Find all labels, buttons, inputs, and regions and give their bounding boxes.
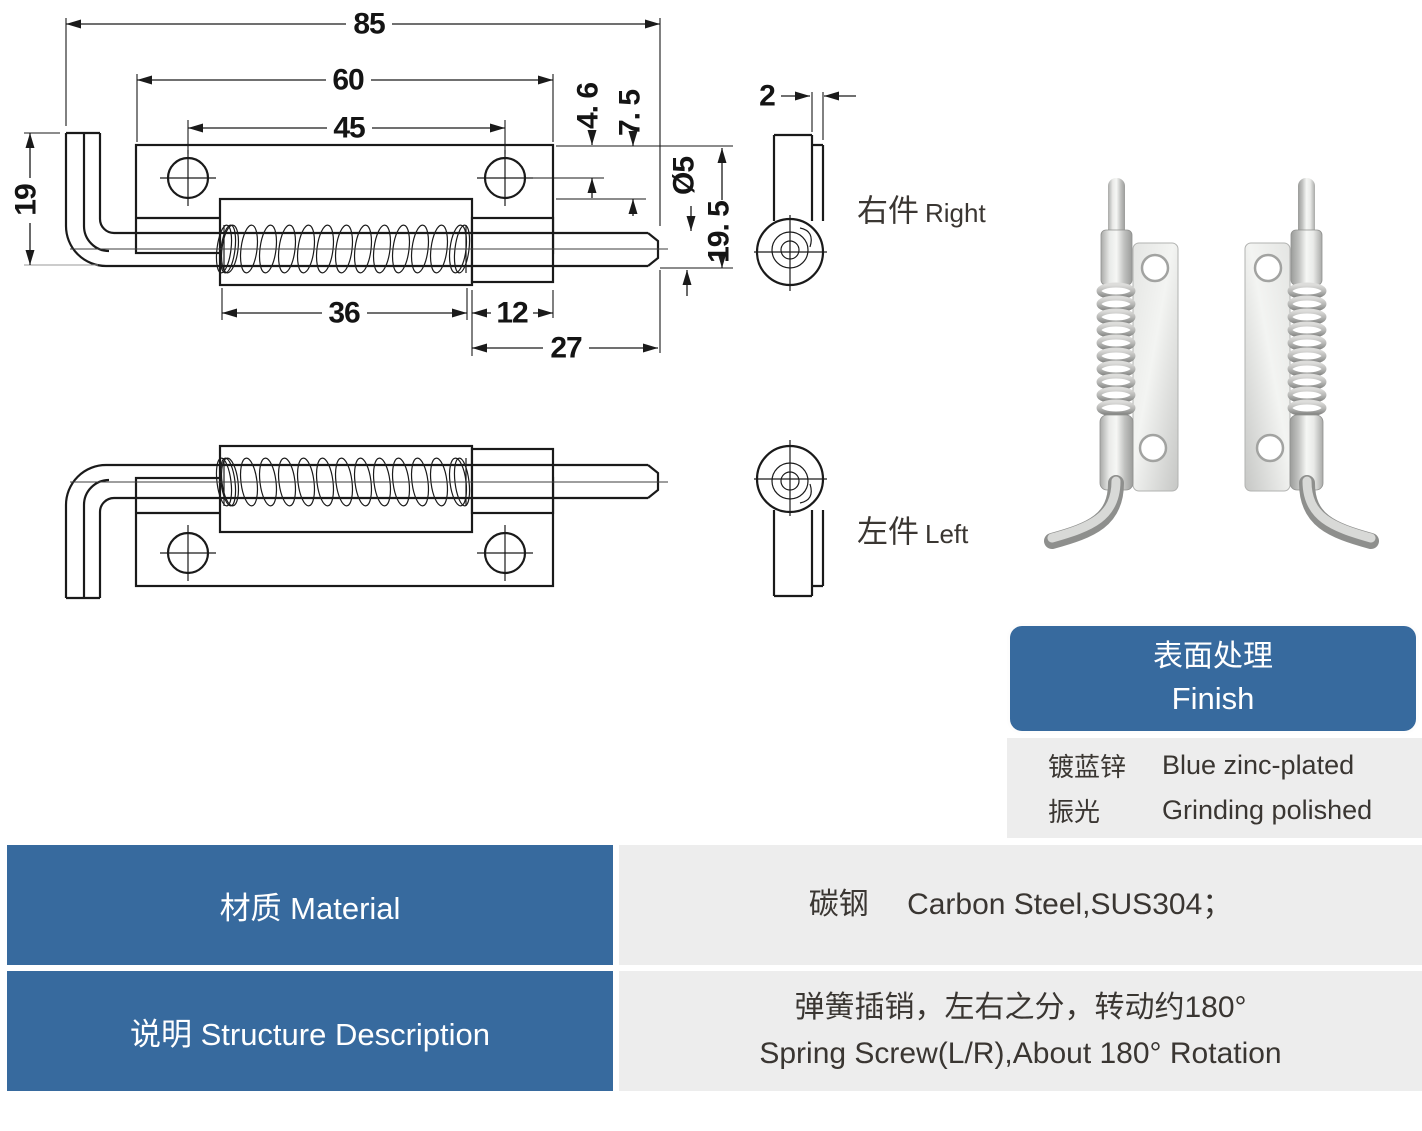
spec-description-line-en: Spring Screw(L/R),About 180° Rotation: [759, 1037, 1282, 1070]
front-view-left-part: [64, 444, 670, 600]
spec-description-line-cn: 弹簧插销，左右之分，转动约180°: [794, 990, 1247, 1024]
spec-material-value: 碳钢 Carbon Steel,SUS304；: [619, 845, 1422, 965]
spec-material-value-line: 碳钢 Carbon Steel,SUS304；: [808, 887, 1233, 921]
product-photo-right-latch: [1245, 178, 1371, 541]
spec-material-label: 材质 Material: [7, 845, 613, 965]
dim-plate-length: 60: [332, 64, 364, 97]
left-part-label-en: Left: [925, 519, 969, 549]
finish-row-polish: 振光 Grinding polished: [1007, 792, 1422, 829]
right-part-label-en: Right: [925, 198, 986, 228]
right-part-label-cn: 右件: [857, 194, 919, 229]
dim-plate-thickness: 2: [759, 80, 775, 113]
dimension-lines: [25, 19, 856, 353]
finish-zinc-cn: 镀蓝锌: [1048, 751, 1127, 782]
dim-pin-diameter: Ø5: [668, 157, 701, 195]
dim-total-length: 85: [353, 8, 385, 41]
finish-panel-header: 表面处理 Finish: [1010, 626, 1416, 731]
product-photo-left-latch: [1052, 178, 1178, 541]
finish-title-en: Finish: [1171, 680, 1255, 716]
dim-hole-offset: 4. 6: [572, 83, 605, 129]
side-view-right-part: [752, 133, 829, 293]
dim-hole-spacing: 45: [333, 112, 365, 145]
finish-polish-cn: 振光: [1048, 797, 1101, 828]
dim-pin-length: 27: [550, 332, 582, 365]
side-view-left-part: [752, 438, 829, 598]
front-view-right-part: [64, 131, 670, 287]
spec-description-value: 弹簧插销，左右之分，转动约180° Spring Screw(L/R),Abou…: [619, 971, 1422, 1091]
dim-bracket-height: 19: [10, 184, 43, 216]
left-part-label-cn: 左件: [857, 515, 919, 550]
spec-description-label: 说明 Structure Description: [7, 971, 613, 1091]
finish-polish-en: Grinding polished: [1162, 795, 1373, 826]
dim-housing-offset: 7. 5: [614, 90, 647, 136]
dim-side-height: 19. 5: [703, 201, 736, 263]
finish-panel-body: 镀蓝锌 Blue zinc-plated 振光 Grinding polishe…: [1007, 738, 1422, 838]
finish-row-zinc: 镀蓝锌 Blue zinc-plated: [1007, 747, 1422, 784]
dim-block-section: 12: [496, 297, 528, 330]
dim-spring-section: 36: [328, 297, 360, 330]
extension-lines: [24, 18, 824, 356]
dimension-texts: 85 60 45 36 12 27 2 19 4. 6 7. 5 Ø5 19. …: [10, 8, 777, 365]
part-labels: 右件 Right 左件 Left: [857, 194, 986, 550]
finish-title-cn: 表面处理: [1153, 640, 1273, 674]
finish-zinc-en: Blue zinc-plated: [1162, 749, 1355, 780]
